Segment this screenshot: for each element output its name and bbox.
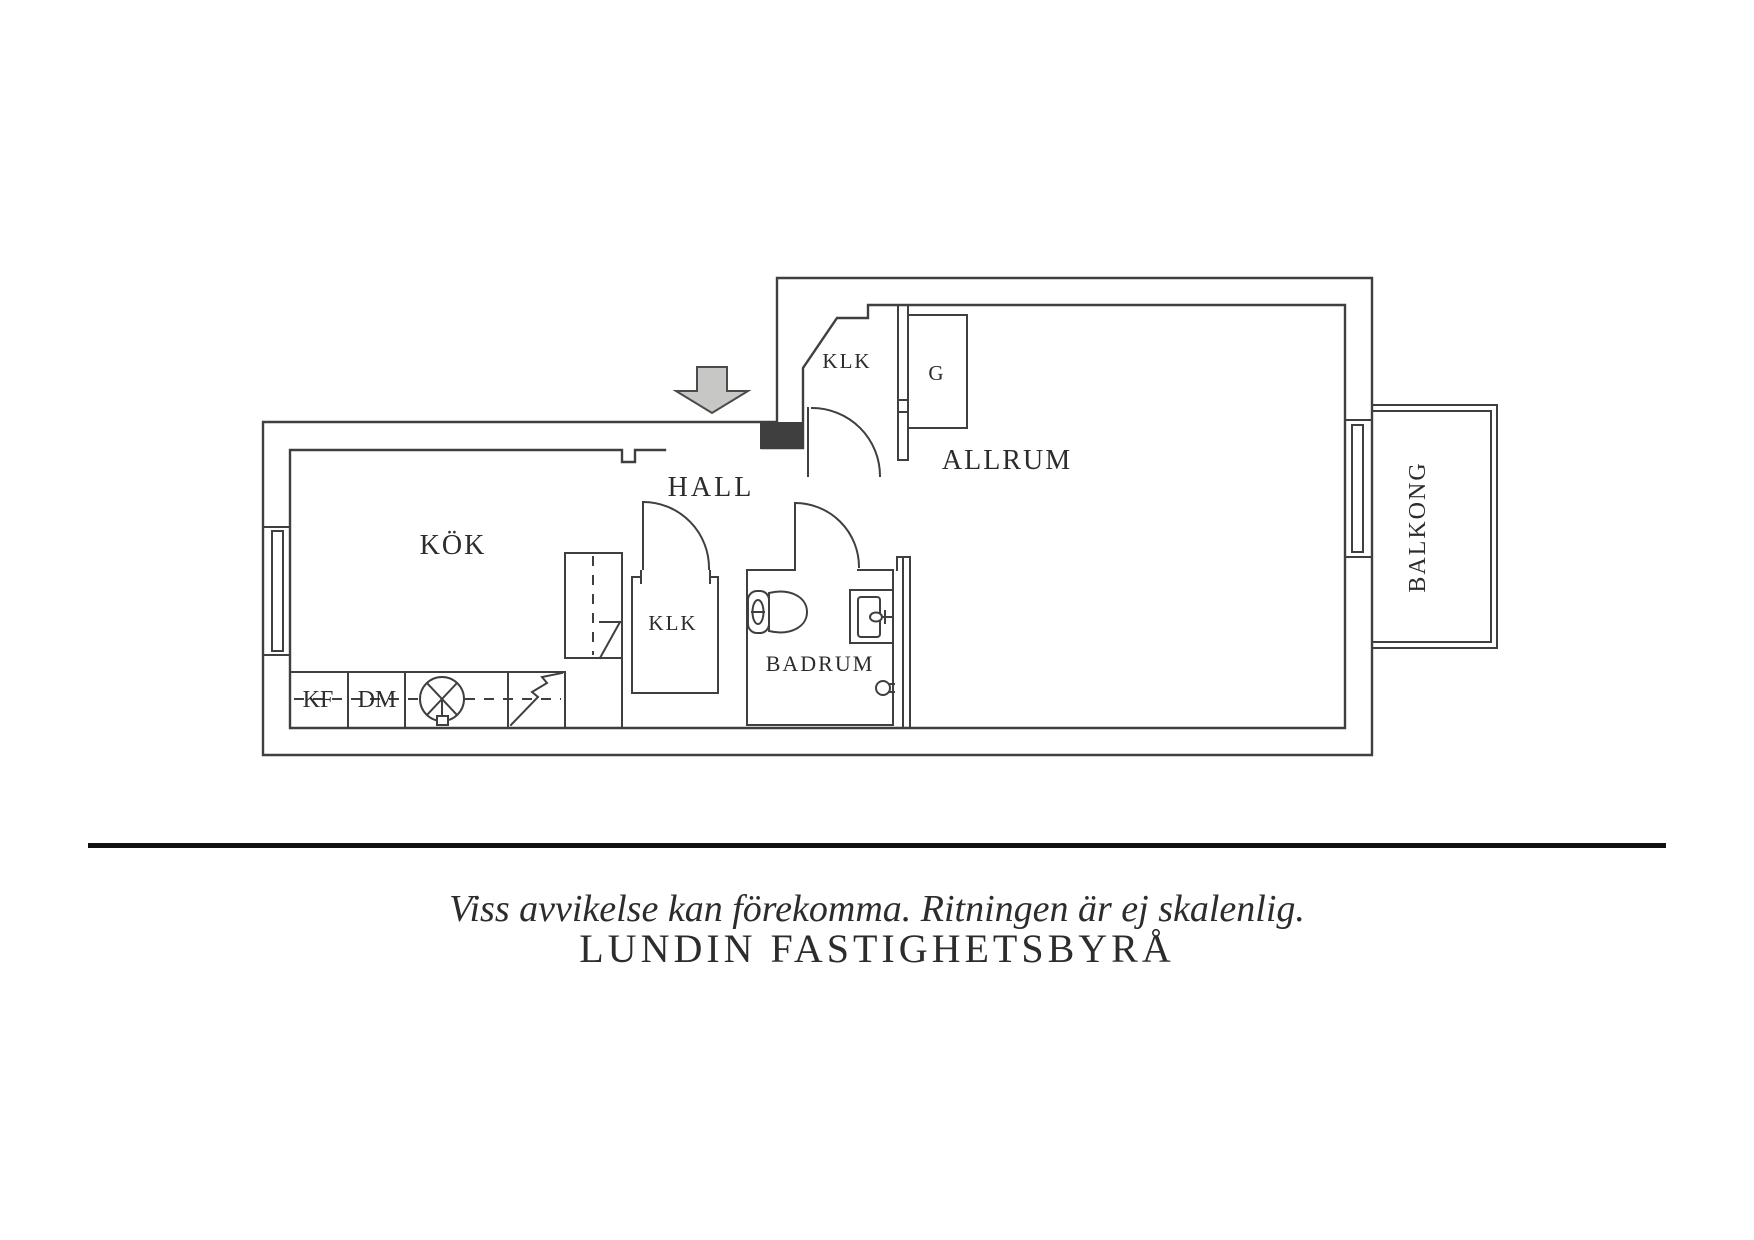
appliance-label-kf: KF xyxy=(303,687,334,713)
sink-icon xyxy=(849,589,894,644)
room-label-balkong: BALKONG xyxy=(1405,461,1431,592)
counter-outline xyxy=(289,671,566,729)
room-label-klk-lower: KLK xyxy=(648,611,697,635)
balcony-rail-inner xyxy=(1371,410,1492,643)
entry-door-swing-arc xyxy=(810,406,882,478)
room-label-badrum: BADRUM xyxy=(766,651,875,676)
entry-jamb-wall xyxy=(760,422,803,449)
stove-icon xyxy=(419,676,465,726)
garderob-box xyxy=(907,314,968,429)
drain-icon xyxy=(875,680,895,696)
apartment-outline xyxy=(261,276,1374,757)
wardrobe-diagonal xyxy=(598,620,622,660)
bench-zigzag xyxy=(509,671,564,727)
balcony-rail-outer xyxy=(1371,404,1498,649)
kitchen-counter xyxy=(289,671,566,729)
room-label-allrum: ALLRUM xyxy=(942,445,1072,476)
upper-klk-and-garderob xyxy=(807,304,968,478)
kitchen-partitions xyxy=(564,552,623,729)
exterior-inner-wall xyxy=(288,303,1347,730)
allrum-window xyxy=(1344,419,1373,558)
room-label-hall: HALL xyxy=(668,472,755,503)
appliance-label-dm: DM xyxy=(358,687,397,713)
toilet-icon xyxy=(747,590,809,634)
wardrobe-box xyxy=(564,552,623,659)
footer-disclaimer: Viss avvikelse kan förekomma. Ritningen … xyxy=(449,888,1305,930)
room-label-kok: KÖK xyxy=(420,530,487,561)
footer-divider-line xyxy=(88,843,1666,848)
entry-arrow-icon xyxy=(672,366,752,415)
badrum xyxy=(746,501,911,728)
footer-brand: LUNDIN FASTIGHETSBYRÅ xyxy=(579,926,1174,971)
room-label-klk-upper: KLK xyxy=(822,349,871,373)
kitchen-window xyxy=(262,526,291,656)
badrum-door-arc xyxy=(793,501,861,569)
klk-lower-box xyxy=(631,576,719,694)
balcony xyxy=(1371,404,1498,649)
lower-klk xyxy=(631,500,719,694)
badrum-box xyxy=(746,569,894,726)
klk-lower-door-arc xyxy=(641,500,711,571)
room-label-garderob: G xyxy=(928,361,943,385)
